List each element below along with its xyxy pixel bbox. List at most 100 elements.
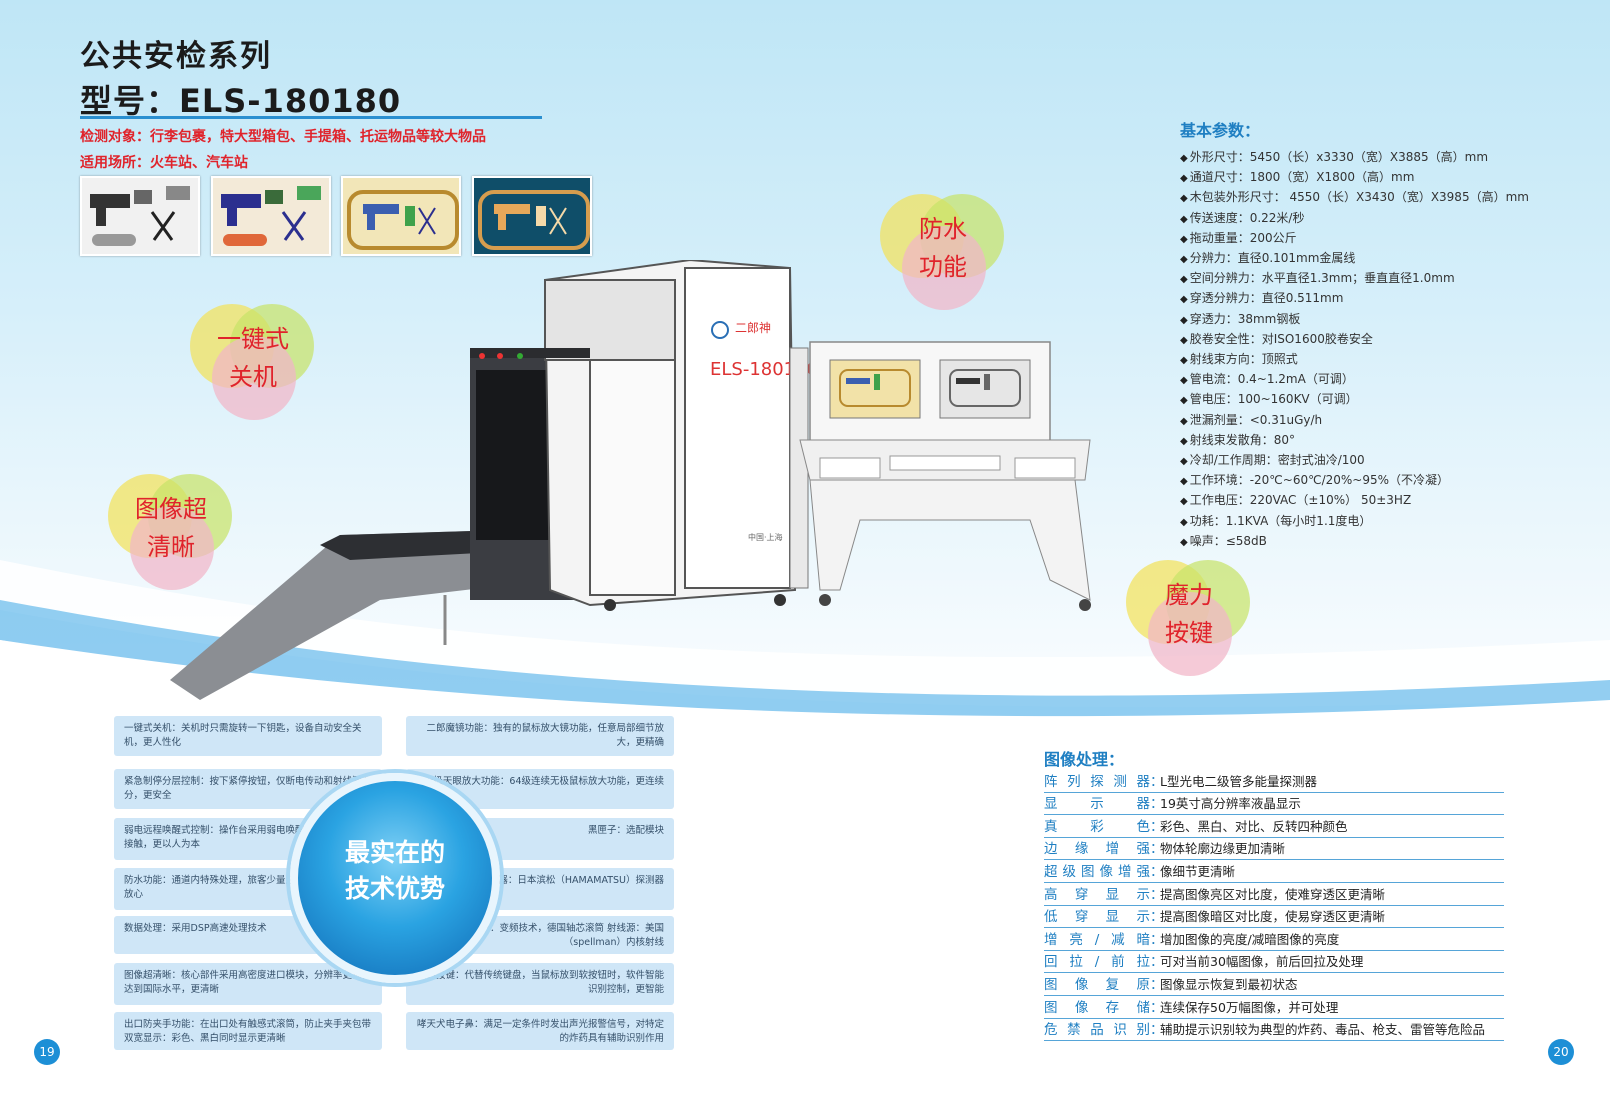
badge-magic-keys: 魔力 按键 bbox=[1126, 552, 1252, 678]
advantage-item-right: 哮天犬电子鼻：满足一定条件时发出声光报警信号，对特定的炸药具有辅助识别作用 bbox=[406, 1012, 674, 1050]
page-number-left: 19 bbox=[34, 1039, 60, 1065]
model-title: 型号：ELS-180180 bbox=[80, 82, 402, 120]
param-item: 工作环境：-20℃~60℃/20%~95%（不冷凝） bbox=[1180, 471, 1529, 491]
image-processing-row: 显示器：19英寸高分辨率液晶显示 bbox=[1044, 793, 1504, 816]
image-processing-key: 图像复原 bbox=[1044, 976, 1150, 993]
image-processing-row: 真彩色：彩色、黑白、对比、反转四种颜色 bbox=[1044, 815, 1504, 838]
image-processing-value: 连续保存50万幅图像，并可处理 bbox=[1160, 999, 1339, 1015]
image-processing-key: 阵列探测器 bbox=[1044, 773, 1150, 790]
param-item: 传送速度：0.22米/秒 bbox=[1180, 209, 1529, 229]
detect-target-text: 检测对象：行李包裹，特大型箱包、手提箱、托运物品等较大物品 bbox=[80, 129, 486, 145]
advantages-hub-circle: 最实在的 技术优势 bbox=[290, 773, 500, 983]
image-processing-colon: ： bbox=[1150, 909, 1164, 926]
param-item: 工作电压：220VAC（±10%） 50±3HZ bbox=[1180, 491, 1529, 511]
advantage-item-right: 二郎魔镜功能：独有的鼠标放大镜功能，任意局部细节放大，更精确 bbox=[406, 716, 674, 756]
badge-magic-text: 魔力 按键 bbox=[1165, 581, 1213, 647]
image-processing-row: 低穿显示：提高图像暗区对比度，使易穿透区更清晰 bbox=[1044, 906, 1504, 929]
image-processing-row: 阵列探测器：L型光电二级管多能量探测器 bbox=[1044, 770, 1504, 793]
image-processing-colon: ： bbox=[1150, 954, 1164, 971]
param-item: 空间分辨力：水平直径1.3mm；垂直直径1.0mm bbox=[1180, 269, 1529, 289]
image-processing-colon: ： bbox=[1150, 863, 1164, 880]
param-item: 射线束方向：顶照式 bbox=[1180, 350, 1529, 370]
image-processing-row: 图像存储：连续保存50万幅图像，并可处理 bbox=[1044, 996, 1504, 1019]
param-item: 冷却/工作周期：密封式油冷/100 bbox=[1180, 451, 1529, 471]
param-item: 穿透分辨力：直径0.511mm bbox=[1180, 289, 1529, 309]
image-processing-key: 超级图像增强 bbox=[1044, 863, 1150, 880]
image-processing-key: 危禁品识别 bbox=[1044, 1022, 1150, 1039]
image-processing-colon: ： bbox=[1150, 931, 1164, 948]
header: 公共安检系列 型号：ELS-180180 bbox=[80, 38, 401, 122]
image-processing-row: 图像复原：图像显示恢复到最初状态 bbox=[1044, 973, 1504, 996]
image-processing-row: 超级图像增强：像细节更清晰 bbox=[1044, 860, 1504, 883]
image-processing-key: 低穿显示 bbox=[1044, 909, 1150, 926]
image-processing-row: 边缘增强：物体轮廓边缘更加清晰 bbox=[1044, 838, 1504, 861]
image-processing-value: 提高图像暗区对比度，使易穿透区更清晰 bbox=[1160, 909, 1386, 925]
badge-onekey-shutdown: 一键式 关机 bbox=[190, 296, 316, 422]
image-processing-colon: ： bbox=[1150, 999, 1164, 1016]
image-processing-colon: ： bbox=[1150, 1022, 1164, 1039]
params-title: 基本参数： bbox=[1180, 121, 1261, 140]
advantage-item-right: 魔力按键：代替传统键盘，当鼠标放到软按钮时，软件智能识别控制，更智能 bbox=[406, 963, 674, 1005]
advantage-item-left: 图像超清晰：核心部件采用高密度进口模块，分辨率更高，达到国际水平，更清晰 bbox=[114, 963, 382, 1005]
image-processing-value: L型光电二级管多能量探测器 bbox=[1160, 773, 1317, 789]
machine-brand-mark: 二郎神 bbox=[735, 321, 771, 335]
xray-thumbnail-grayscale bbox=[80, 176, 200, 256]
image-processing-value: 增加图像的亮度/减暗图像的亮度 bbox=[1160, 931, 1340, 947]
param-item: 泄漏剂量：<0.31uGy/h bbox=[1180, 411, 1529, 431]
xray-thumbnail-bag-color bbox=[341, 176, 461, 256]
image-processing-value: 可对当前30幅图像，前后回拉及处理 bbox=[1160, 954, 1364, 970]
badge-waterproof: 防水 功能 bbox=[880, 186, 1006, 312]
image-processing-key: 图像存储 bbox=[1044, 999, 1150, 1016]
image-processing-key: 真彩色 bbox=[1044, 818, 1150, 835]
image-processing-colon: ： bbox=[1150, 976, 1164, 993]
image-processing-row: 增亮/减暗：增加图像的亮度/减暗图像的亮度 bbox=[1044, 928, 1504, 951]
param-item: 穿透力：38mm钢板 bbox=[1180, 310, 1529, 330]
image-processing-colon: ： bbox=[1150, 818, 1164, 835]
image-processing-colon: ： bbox=[1150, 773, 1164, 790]
badge-waterproof-text: 防水 功能 bbox=[919, 215, 967, 281]
param-item: 分辨力：直径0.101mm金属线 bbox=[1180, 249, 1529, 269]
image-processing-value: 辅助提示识别较为典型的炸药、毒品、枪支、雷管等危险品 bbox=[1160, 1022, 1486, 1038]
advantages-hub-text: 最实在的 技术优势 bbox=[344, 838, 445, 903]
image-processing-key: 高穿显示 bbox=[1044, 886, 1150, 903]
image-processing-row: 危禁品识别：辅助提示识别较为典型的炸药、毒品、枪支、雷管等危险品 bbox=[1044, 1019, 1504, 1042]
param-item: 通道尺寸：1800（宽）X1800（高）mm bbox=[1180, 168, 1529, 188]
image-processing-value: 像细节更清晰 bbox=[1160, 863, 1236, 879]
image-processing-value: 图像显示恢复到最初状态 bbox=[1160, 976, 1298, 992]
param-item: 管电压：100~160KV（可调） bbox=[1180, 390, 1529, 410]
image-processing-colon: ： bbox=[1150, 796, 1164, 813]
badge-onekey-text: 一键式 关机 bbox=[217, 325, 289, 391]
xray-thumbnail-color bbox=[211, 176, 331, 256]
image-processing-row: 回拉/前拉：可对当前30幅图像，前后回拉及处理 bbox=[1044, 951, 1504, 974]
param-item: 噪声：≤58dB bbox=[1180, 532, 1529, 552]
series-title: 公共安检系列 bbox=[80, 39, 272, 74]
param-item: 射线束发散角：80° bbox=[1180, 431, 1529, 451]
image-processing-key: 增亮/减暗 bbox=[1044, 931, 1150, 948]
image-processing-key: 边缘增强 bbox=[1044, 841, 1150, 858]
param-item: 功耗：1.1KVA（每小时1.1度电） bbox=[1180, 512, 1529, 532]
image-processing-value: 物体轮廓边缘更加清晰 bbox=[1160, 841, 1286, 857]
param-item: 拖动重量：200公斤 bbox=[1180, 229, 1529, 249]
advantage-item-left: 出口防夹手功能：在出口处有触感式滚筒，防止夹手夹包带双宽显示：彩色、黑白同时显示… bbox=[114, 1012, 382, 1050]
image-processing-value: 提高图像亮区对比度，使难穿透区更清晰 bbox=[1160, 886, 1386, 902]
param-item: 胶卷安全性：对ISO1600胶卷安全 bbox=[1180, 330, 1529, 350]
params-list: 外形尺寸：5450（长）x3330（宽）X3885（高）mm通道尺寸：1800（… bbox=[1180, 148, 1529, 552]
image-processing-key: 回拉/前拉 bbox=[1044, 954, 1150, 971]
badge-image-clarity: 图像超 清晰 bbox=[108, 466, 234, 592]
param-item: 木包装外形尺寸： 4550（长）X3430（宽）X3985（高）mm bbox=[1180, 188, 1529, 208]
image-processing-row: 高穿显示：提高图像亮区对比度，使难穿透区更清晰 bbox=[1044, 883, 1504, 906]
image-processing-colon: ： bbox=[1150, 886, 1164, 903]
advantage-item-left: 一键式关机：关机时只需旋转一下钥匙，设备自动安全关机，更人性化 bbox=[114, 716, 382, 756]
param-item: 外形尺寸：5450（长）x3330（宽）X3885（高）mm bbox=[1180, 148, 1529, 168]
image-processing-title: 图像处理： bbox=[1044, 750, 1125, 769]
param-item: 管电流：0.4~1.2mA（可调） bbox=[1180, 370, 1529, 390]
image-processing-key: 显示器 bbox=[1044, 796, 1150, 813]
image-processing-value: 彩色、黑白、对比、反转四种颜色 bbox=[1160, 818, 1348, 834]
usage-place-text: 适用场所：火车站、汽车站 bbox=[80, 155, 248, 171]
xray-machine-illustration: 二郎神 ELS-180180 中国·上海 bbox=[170, 260, 1091, 700]
xray-thumbnail-bag-inverted bbox=[472, 176, 592, 256]
header-divider bbox=[80, 116, 542, 119]
image-processing-colon: ： bbox=[1150, 841, 1164, 858]
image-processing-value: 19英寸高分辨率液晶显示 bbox=[1160, 796, 1301, 812]
page-number-right: 20 bbox=[1548, 1039, 1574, 1065]
